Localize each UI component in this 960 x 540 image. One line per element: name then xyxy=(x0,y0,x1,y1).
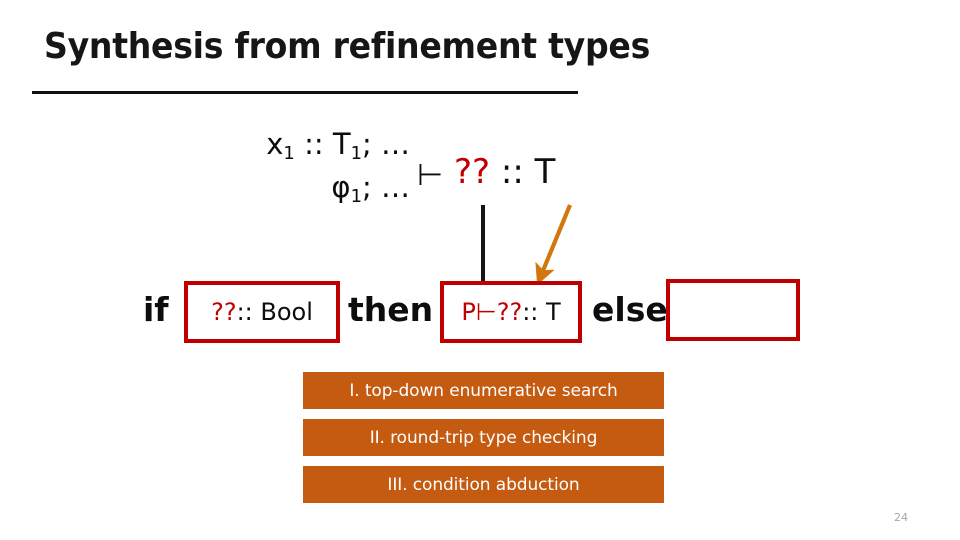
conditional-expression-row: if ?? :: Bool then P⊢?? :: T else xyxy=(0,279,960,345)
keyword-if: if xyxy=(143,290,169,329)
keyword-else: else xyxy=(592,290,668,329)
environment-line-constraints: φ1; … xyxy=(214,167,410,210)
binding-tail: ; … xyxy=(362,127,410,161)
title-divider xyxy=(32,91,578,94)
binding-var-subscript: 1 xyxy=(283,143,295,165)
technique-bar-3[interactable]: III. condition abduction xyxy=(303,466,664,503)
environment-line-bindings: x1 :: T1; … xyxy=(214,124,410,167)
condition-hole: ?? xyxy=(211,298,237,326)
goal-type: :: T xyxy=(490,152,556,192)
constraint-symbol: φ xyxy=(331,169,351,204)
goal-hole: ?? xyxy=(454,152,491,192)
technique-bar-2-label: II. round-trip type checking xyxy=(369,427,598,448)
technique-bar-1-label: I. top-down enumerative search xyxy=(349,380,618,401)
environment-block: x1 :: T1; … φ1; … xyxy=(214,124,410,209)
keyword-then: then xyxy=(348,290,434,329)
then-branch-hole: P⊢?? xyxy=(461,298,523,326)
constraint-tail: ; … xyxy=(362,169,410,204)
binding-type-subscript: 1 xyxy=(350,143,362,165)
then-branch-type: :: T xyxy=(522,298,561,326)
page-number: 24 xyxy=(894,511,908,524)
page-title: Synthesis from refinement types xyxy=(44,26,651,67)
goal-to-branch-arrow xyxy=(535,204,572,285)
condition-hole-box[interactable]: ?? :: Bool xyxy=(184,281,340,343)
turnstile-symbol: ⊢ xyxy=(417,158,444,193)
constraint-subscript: 1 xyxy=(350,185,362,207)
typing-judgment: x1 :: T1; … φ1; … ⊢ ?? :: T xyxy=(214,124,634,224)
then-branch-hole-box[interactable]: P⊢?? :: T xyxy=(440,281,582,343)
condition-type: :: Bool xyxy=(236,298,313,326)
binding-var: x xyxy=(266,127,284,161)
goal-expression: ?? :: T xyxy=(454,152,555,192)
binding-type: :: T xyxy=(294,127,351,161)
technique-bar-1[interactable]: I. top-down enumerative search xyxy=(303,372,664,409)
technique-bar-3-label: III. condition abduction xyxy=(387,474,580,495)
technique-bar-2[interactable]: II. round-trip type checking xyxy=(303,419,664,456)
else-branch-hole-box[interactable] xyxy=(666,279,800,341)
judgment-connector-line xyxy=(481,205,485,282)
